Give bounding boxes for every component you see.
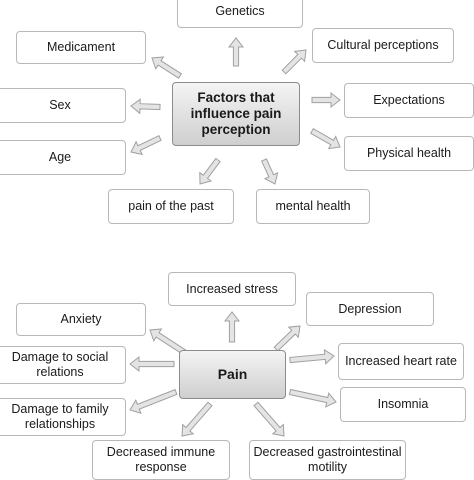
factor-cultural-perceptions: Cultural perceptions xyxy=(312,28,454,63)
pain-effect-anxiety: Anxiety xyxy=(16,303,146,336)
arrow-to-damage-family-relationships xyxy=(129,388,178,414)
arrow-to-cultural-perceptions xyxy=(281,49,307,75)
factor-genetics: Genetics xyxy=(177,0,303,28)
factor-pain-of-the-past: pain of the past xyxy=(108,189,234,224)
arrow-to-decreased-immune-response xyxy=(181,401,213,437)
arrow-to-age xyxy=(130,135,162,156)
factor-medicament: Medicament xyxy=(16,31,146,64)
arrow-to-depression xyxy=(273,325,301,352)
arrow-to-decreased-gi-motility xyxy=(253,401,285,437)
arrow-to-sex xyxy=(130,98,161,115)
arrow-to-mental-health xyxy=(260,158,279,185)
factor-age: Age xyxy=(0,140,126,175)
arrow-to-increased-heart-rate xyxy=(289,348,335,365)
factor-mental-health: mental health xyxy=(256,189,370,224)
arrow-to-pain-of-the-past xyxy=(199,157,221,185)
pain-effect-increased-heart-rate: Increased heart rate xyxy=(338,343,464,380)
arrow-to-expectations xyxy=(311,91,341,109)
arrow-to-increased-stress xyxy=(223,311,241,343)
pain-effect-damage-social-relations: Damage to social relations xyxy=(0,346,126,384)
arrow-to-genetics xyxy=(227,37,245,67)
pain-effect-damage-family-relationships: Damage to family relationships xyxy=(0,398,126,436)
arrow-to-anxiety xyxy=(149,328,187,355)
pain-center-box: Pain xyxy=(179,350,286,399)
factor-sex: Sex xyxy=(0,88,126,123)
pain-effect-decreased-immune-response: Decreased immune response xyxy=(92,440,230,480)
arrow-to-insomnia xyxy=(288,388,337,408)
factor-expectations: Expectations xyxy=(344,83,474,118)
factors-center-box: Factors that influence pain perception xyxy=(172,82,300,146)
arrow-to-physical-health xyxy=(310,128,341,150)
arrow-to-medicament xyxy=(151,56,183,79)
pain-effect-insomnia: Insomnia xyxy=(340,387,466,422)
factor-physical-health: Physical health xyxy=(344,136,474,171)
arrow-to-damage-social-relations xyxy=(129,355,175,373)
pain-effect-increased-stress: Increased stress xyxy=(168,272,296,306)
pain-effect-depression: Depression xyxy=(306,292,434,326)
pain-effect-decreased-gi-motility: Decreased gastrointestinal motility xyxy=(249,440,406,480)
